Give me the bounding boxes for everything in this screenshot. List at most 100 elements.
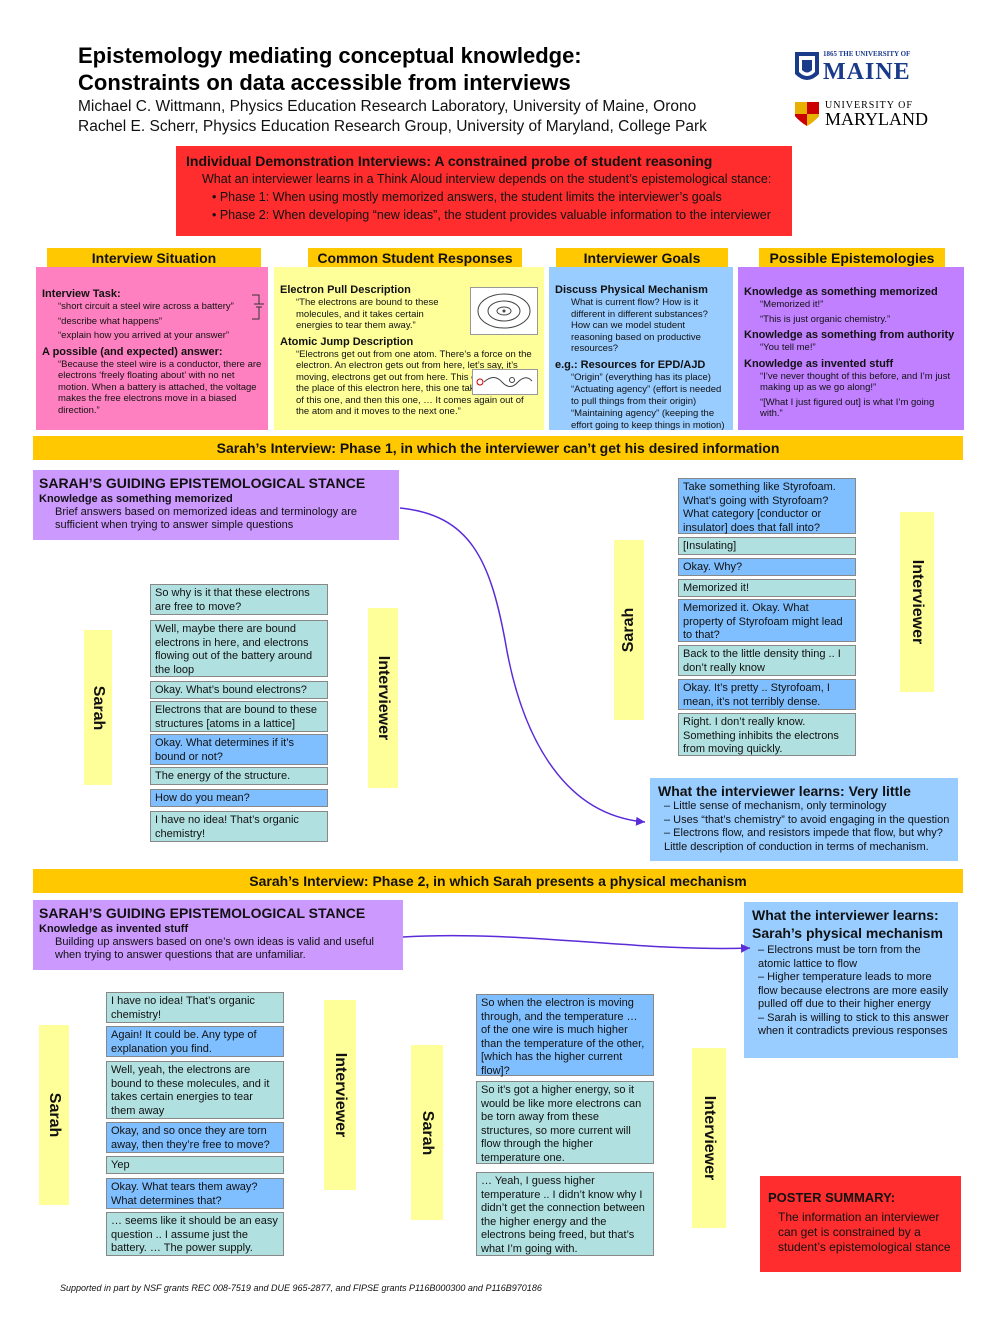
maine-logo-big: MAINE (823, 59, 911, 85)
phase1-learns-heading: What the interviewer learns: Very little (658, 783, 911, 799)
phase2-sarah-label-mid: Sarah (411, 1045, 443, 1220)
poster-title: Epistemology mediating conceptual knowle… (78, 42, 582, 96)
resource-maintaining-agency: “Maintaining agency” (keeping the effort… (571, 408, 725, 431)
electron-pull-quote: “The electrons are bound to these molecu… (296, 297, 439, 331)
mechanism-heading: Discuss Physical Mechanism (555, 284, 708, 296)
task-3: “explain how you arrived at your answer” (58, 330, 230, 341)
authority-heading: Knowledge as something from authority (744, 329, 955, 341)
phase2-learns-heading-2: Sarah’s physical mechanism (752, 925, 943, 941)
phase1-learn-2: – Uses “that’s chemistry” to avoid engag… (664, 813, 950, 826)
electron-pull-sketch-icon (470, 287, 538, 335)
university-of-maryland-logo: UNIVERSITY OF MARYLAND (793, 100, 933, 130)
invented-quote-1: “I’ve never thought of this before, and … (760, 370, 951, 394)
maine-logo-small: 1865 THE UNIVERSITY OF (823, 50, 911, 58)
intro-bullet-1: • Phase 1: When using mostly memorized a… (212, 190, 722, 204)
resources-heading: e.g.: Resources for EPD/AJD (555, 358, 706, 371)
phase2-interviewer-label-mid: Interviewer (692, 1048, 726, 1228)
interview-situation-panel: Interview Task: “short circuit a steel w… (36, 267, 268, 430)
task-1: “short circuit a steel wire across a bat… (58, 301, 234, 312)
task-2: “describe what happens” (58, 315, 163, 327)
phase2-flow-arrow (402, 934, 751, 953)
phase1-sarah-label-right: Sarah (614, 540, 644, 720)
p2-mid-bubble-1: So when the electron is moving through, … (476, 994, 654, 1077)
epistemologies-panel: Knowledge as something memorized “Memori… (738, 267, 964, 430)
header-possible-epistemologies: Possible Epistemologies (759, 248, 945, 268)
phase2-learns-box: What the interviewer learns: Sarah’s phy… (744, 902, 958, 1058)
maine-seal-icon (795, 52, 819, 80)
resource-origin: “Origin” (everything has its place) (571, 371, 711, 383)
p2-mid-bubble-2: So it’s got a higher energy, so it would… (476, 1081, 654, 1164)
author-1: Michael C. Wittmann, Physics Education R… (78, 98, 697, 115)
atomic-jump-heading: Atomic Jump Description (280, 335, 414, 348)
expected-answer: “Because the steel wire is a conductor, … (58, 358, 262, 416)
resource-actuating-agency: “Actuating agency” (effort is needed to … (571, 384, 722, 407)
p1-left-bubble-8: I have no idea! That’s organic chemistry… (150, 811, 328, 842)
phase1-learn-3: – Electrons flow, and resistors impede t… (664, 827, 943, 853)
student-responses-panel: Electron Pull Description “The electrons… (274, 267, 544, 430)
p2-left-bubble-1: I have no idea! That’s organic chemistry… (106, 992, 284, 1023)
phase1-stance-heading: SARAH’S GUIDING EPISTEMOLOGICAL STANCE (39, 475, 366, 491)
mechanism-text: What is current flow? How is it differen… (571, 297, 708, 354)
phase2-stance-subheading: Knowledge as invented stuff (39, 923, 189, 935)
memorized-quote-1: “Memorized it!” (760, 299, 824, 310)
p2-left-bubble-4: Okay, and so once they are torn away, th… (106, 1122, 284, 1153)
phase2-stance-box: SARAH’S GUIDING EPISTEMOLOGICAL STANCE K… (33, 900, 403, 970)
p1-left-bubble-7: How do you mean? (150, 789, 328, 807)
intro-heading: Individual Demonstration Interviews: A c… (186, 153, 713, 169)
maryland-logo-small: UNIVERSITY OF (825, 100, 913, 111)
p1-right-bubble-1: Take something like Styrofoam. What’s go… (678, 478, 856, 534)
phase2-learns-heading-1: What the interviewer learns: (752, 907, 939, 923)
phase1-interviewer-label-left: Interviewer (368, 608, 398, 788)
poster-summary: POSTER SUMMARY: The information an inter… (760, 1176, 961, 1272)
p2-mid-bubble-3: … Yeah, I guess higher temperature .. I … (476, 1172, 654, 1256)
p1-right-bubble-8: Right. I don’t really know. Something in… (678, 713, 856, 756)
summary-heading: POSTER SUMMARY: (768, 1190, 896, 1205)
p2-left-bubble-6: Okay. What tears them away? What determi… (106, 1178, 284, 1209)
p1-left-bubble-6: The energy of the structure. (150, 767, 328, 785)
phase2-stance-text: Building up answers based on one’s own i… (55, 936, 375, 961)
phase2-learn-2: – Higher temperature leads to more flow … (758, 971, 949, 1010)
invented-heading: Knowledge as invented stuff (744, 357, 894, 370)
university-of-maine-logo: 1865 THE UNIVERSITY OF MAINE (793, 46, 923, 90)
header-interview-situation: Interview Situation (47, 248, 261, 268)
phase1-learns-box: What the interviewer learns: Very little… (650, 778, 958, 861)
atomic-jump-quote: “Electrons get out from one atom. There’… (296, 348, 532, 418)
intro-bullet-2: • Phase 2: When developing “new ideas”, … (212, 208, 771, 222)
maryland-logo-big: MARYLAND (825, 109, 929, 129)
invented-quote-2: “[What I just figured out] is what I’m g… (760, 396, 935, 420)
answer-heading: A possible (and expected) answer: (42, 345, 223, 358)
p2-left-bubble-2: Again! It could be. Any type of explanat… (106, 1026, 284, 1057)
battery-circuit-icon (252, 294, 264, 320)
phase1-stance-box: SARAH’S GUIDING EPISTEMOLOGICAL STANCE K… (33, 470, 399, 540)
memorized-heading: Knowledge as something memorized (744, 286, 938, 298)
electron-pull-heading: Electron Pull Description (280, 284, 411, 296)
p1-left-bubble-3: Okay. What’s bound electrons? (150, 681, 328, 699)
title-line-2: Constraints on data accessible from inte… (78, 70, 571, 95)
phase2-learn-3: – Sarah is willing to stick to this answ… (758, 1011, 949, 1038)
phase2-band: Sarah’s Interview: Phase 2, in which Sar… (33, 869, 963, 893)
phase2-learn-1: – Electrons must be torn from the atomic… (758, 944, 921, 970)
p1-left-bubble-4: Electrons that are bound to these struct… (150, 701, 328, 732)
phase1-stance-text: Brief answers based on memorized ideas a… (55, 506, 358, 531)
header-interviewer-goals: Interviewer Goals (556, 248, 728, 268)
p1-right-bubble-5: Memorized it. Okay. What property of Sty… (678, 599, 856, 642)
p1-left-bubble-1: So why is it that these electrons are fr… (150, 584, 328, 615)
phase2-interviewer-label-left: Interviewer (324, 1000, 356, 1190)
p1-left-bubble-2: Well, maybe there are bound electrons in… (150, 620, 328, 677)
summary-text: The information an interviewer can get i… (778, 1210, 951, 1254)
author-2: Rachel E. Scherr, Physics Education Rese… (78, 118, 707, 135)
phase1-flow-arrow (399, 507, 646, 826)
atomic-jump-sketch-icon (472, 369, 538, 395)
p2-left-bubble-3: Well, yeah, the electrons are bound to t… (106, 1061, 284, 1119)
memorized-quote-2: “This is just organic chemistry.” (760, 313, 891, 325)
phase1-learn-1: – Little sense of mechanism, only termin… (664, 800, 887, 812)
intro-box: Individual Demonstration Interviews: A c… (176, 146, 792, 236)
p1-left-bubble-5: Okay. What determines if it’s bound or n… (150, 734, 328, 765)
task-heading: Interview Task: (42, 288, 121, 300)
phase1-interviewer-label-right: Interviewer (900, 512, 934, 692)
authority-quote: “You tell me!” (760, 342, 816, 353)
p2-left-bubble-5: Yep (106, 1156, 284, 1174)
p2-left-bubble-7: … seems like it should be an easy questi… (106, 1212, 284, 1256)
p1-right-bubble-2: [Insulating] (678, 537, 856, 555)
title-line-1: Epistemology mediating conceptual knowle… (78, 43, 582, 68)
